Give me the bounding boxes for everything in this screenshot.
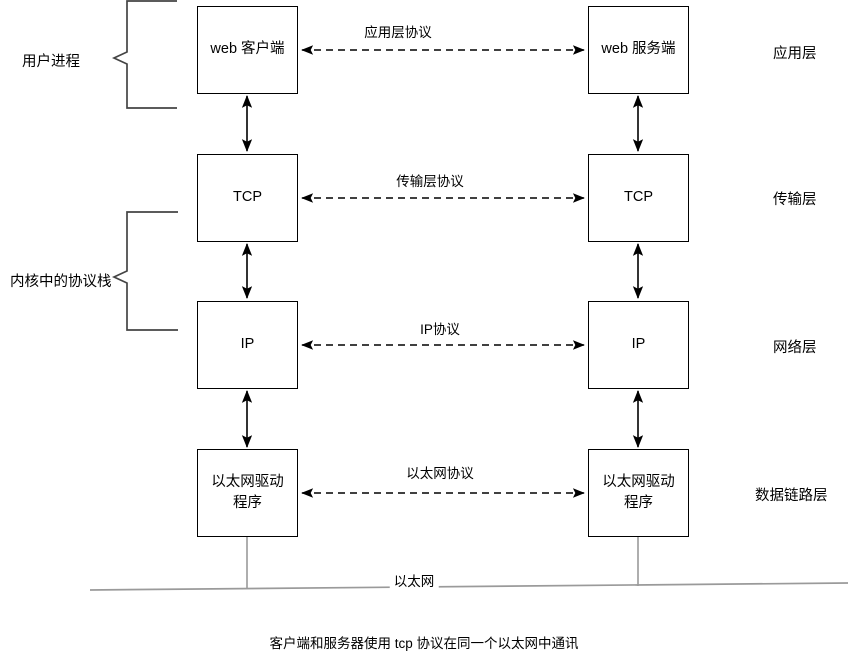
- layer-label-transport: 传输层: [773, 192, 817, 208]
- node-client-tcp[interactable]: TCP: [197, 154, 298, 242]
- brace-user-process: [111, 0, 177, 109]
- node-client-ip[interactable]: IP: [197, 301, 298, 389]
- edge-label-datalink-protocol: 以太网协议: [403, 462, 477, 482]
- diagram-caption: 客户端和服务器使用 tcp 协议在同一个以太网中通讯: [269, 636, 579, 651]
- layer-label-application: 应用层: [773, 46, 817, 62]
- layer-label-datalink: 数据链路层: [755, 488, 828, 504]
- node-client-ethernet-driver[interactable]: 以太网驱动 程序: [197, 449, 298, 537]
- ethernet-bus-label: 以太网: [389, 570, 439, 590]
- node-server-ethernet-driver[interactable]: 以太网驱动 程序: [588, 449, 689, 537]
- protocol-dashed-arrows: [301, 45, 585, 498]
- layer-label-network: 网络层: [773, 340, 817, 356]
- group-label-kernel-stack: 内核中的协议栈: [10, 274, 112, 290]
- node-client-web[interactable]: web 客户端: [197, 6, 298, 94]
- node-server-web[interactable]: web 服务端: [588, 6, 689, 94]
- edge-label-transport-protocol: 传输层协议: [393, 170, 467, 190]
- node-server-ip[interactable]: IP: [588, 301, 689, 389]
- node-server-tcp[interactable]: TCP: [588, 154, 689, 242]
- group-label-user-process: 用户进程: [22, 54, 80, 70]
- ethernet-bus: [89, 537, 848, 591]
- edge-label-network-protocol: IP协议: [417, 318, 463, 338]
- brace-kernel-stack: [111, 211, 178, 331]
- edge-label-application-protocol: 应用层协议: [361, 21, 435, 41]
